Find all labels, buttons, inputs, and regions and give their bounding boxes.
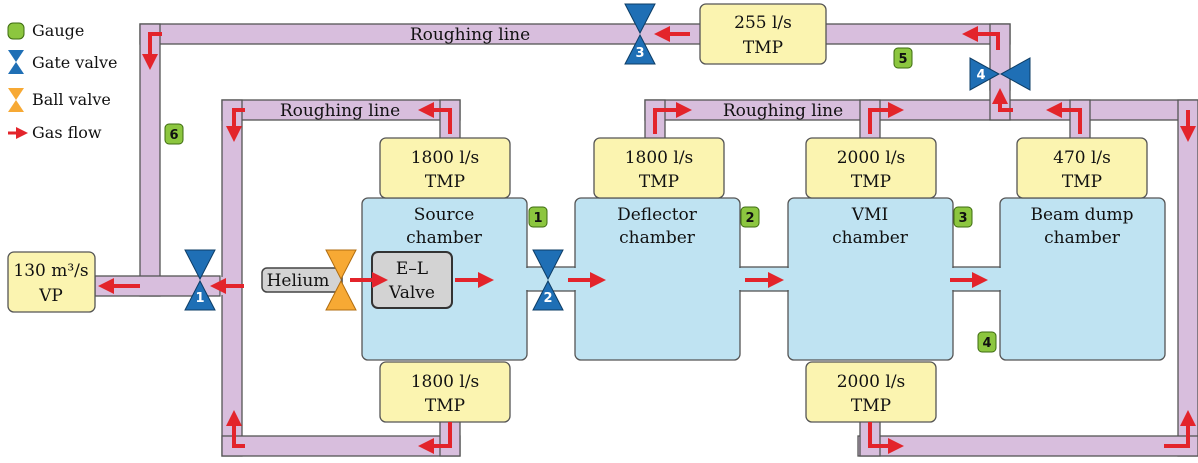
gate-valve-3: 3 (624, 3, 656, 65)
pipe-left-outer-vertical (139, 23, 161, 297)
legend: Gauge Gate valve Ball valve Gas flow (7, 21, 118, 142)
tmp-source-top-line1: 1800 l/s (411, 148, 480, 168)
gauge-1-label: 1 (533, 211, 542, 226)
pipe-left-bottom (221, 435, 461, 457)
flow-arrow-left-top-elbow (226, 108, 245, 142)
gauge-4: 4 (977, 331, 997, 353)
flow-arrow-source-bottom-elbow (418, 422, 452, 454)
flow-arrow-vmi-top-elbow (868, 102, 904, 134)
gauge-5-label: 5 (898, 52, 907, 67)
roughing-line-label-right: Roughing line (723, 101, 843, 121)
gauge-1: 1 (528, 206, 548, 228)
gauge-3: 3 (953, 206, 973, 228)
tmp-deflector-line1: 1800 l/s (625, 148, 694, 168)
vp-line2: VP (38, 286, 63, 306)
gate-valve-1: 1 (184, 249, 216, 311)
legend-ball-valve-label: Ball valve (32, 90, 111, 109)
tmp-vmi-top-line1: 2000 l/s (837, 148, 906, 168)
gas-flow-arrows (98, 26, 1196, 454)
roughing-line-label-top: Roughing line (410, 25, 530, 45)
pipe-top-horizontal (139, 23, 1011, 45)
tmp-255-line1: 255 l/s (734, 13, 792, 33)
helium-line (261, 267, 343, 293)
gauge-6-label: 6 (169, 128, 178, 143)
gate-valve-4-label: 4 (976, 68, 985, 83)
tmp-deflector-pump (593, 137, 725, 199)
flow-arrow-junction (992, 88, 1013, 112)
flow-arrow-vmi-bottom-elbow (868, 422, 904, 454)
gauge-4-label: 4 (982, 336, 991, 351)
roughing-line-label-left: Roughing line (280, 101, 400, 121)
tmp-deflector-line2: TMP (639, 172, 679, 192)
tmp-255-pump (699, 3, 827, 65)
el-valve-line2: Valve (388, 283, 435, 303)
gate-valve-4: 4 (969, 57, 1031, 91)
gauge-5: 5 (893, 47, 913, 69)
flow-arrow-deflector-elbow (653, 102, 692, 134)
beam-dump-chamber-line1: Beam dump (1030, 205, 1133, 225)
beam-dump-chamber-line2: chamber (1044, 228, 1121, 248)
pipe-right-vertical (1177, 99, 1198, 457)
legend-gate-valve-label: Gate valve (32, 53, 118, 72)
vmi-chamber-line2: chamber (832, 228, 909, 248)
vp-pump (7, 251, 96, 313)
flow-arrow-beam-elbow (1046, 102, 1082, 134)
gauge-3-label: 3 (958, 211, 967, 226)
vp-line1: 130 m³/s (13, 261, 88, 281)
tmp-source-top-line2: TMP (425, 172, 465, 192)
gauge-6: 6 (164, 123, 184, 145)
gate-valve-3-label: 3 (635, 46, 644, 61)
chambers (361, 197, 1166, 361)
tmp-255-line2: TMP (743, 38, 783, 58)
pumps (7, 3, 1148, 423)
flow-arrow-top-right-elbow (962, 26, 1000, 50)
gauge-2-label: 2 (745, 211, 754, 226)
source-chamber-line2: chamber (406, 228, 483, 248)
deflector-chamber-line2: chamber (619, 228, 696, 248)
flow-arrow-right-bottom-elbow (1164, 410, 1196, 448)
gate-valve-2-label: 2 (543, 291, 552, 306)
gauge-2: 2 (740, 206, 760, 228)
tmp-beam-dump-line1: 470 l/s (1053, 148, 1111, 168)
tmp-source-bottom-line1: 1800 l/s (411, 372, 480, 392)
tmp-vmi-top-pump (805, 137, 937, 199)
flow-arrow-source-top-elbow (418, 102, 452, 134)
tmp-vmi-top-line2: TMP (851, 172, 891, 192)
el-valve-line1: E–L (396, 259, 428, 279)
gate-valve-legend-icon (8, 50, 24, 74)
tmp-beam-dump-pump (1016, 137, 1148, 199)
tmp-beam-dump-line2: TMP (1062, 172, 1102, 192)
legend-gas-flow-label: Gas flow (32, 123, 102, 142)
tmp-vmi-bottom-line2: TMP (851, 396, 891, 416)
tmp-source-bottom-pump (379, 361, 511, 423)
tmp-vmi-bottom-line1: 2000 l/s (837, 372, 906, 392)
tmp-source-top-pump (379, 137, 511, 199)
vmi-chamber-line1: VMI (851, 205, 888, 225)
flow-arrow-top-left-elbow (142, 32, 162, 70)
gauge-legend-icon (7, 22, 25, 40)
flow-arrow-left-bottom-elbow (226, 410, 245, 448)
ball-valve-legend-icon (8, 88, 24, 112)
source-chamber-line1: Source (414, 205, 475, 225)
helium-label: Helium (267, 271, 330, 291)
legend-gauge-label: Gauge (32, 21, 84, 40)
tmp-source-bottom-line2: TMP (425, 396, 465, 416)
deflector-chamber-line1: Deflector (617, 205, 698, 225)
gate-valve-1-label: 1 (195, 291, 204, 306)
gate-valve-2: 2 (532, 249, 564, 311)
ball-valve (325, 249, 357, 311)
pipe-right-bottom (857, 435, 1198, 457)
